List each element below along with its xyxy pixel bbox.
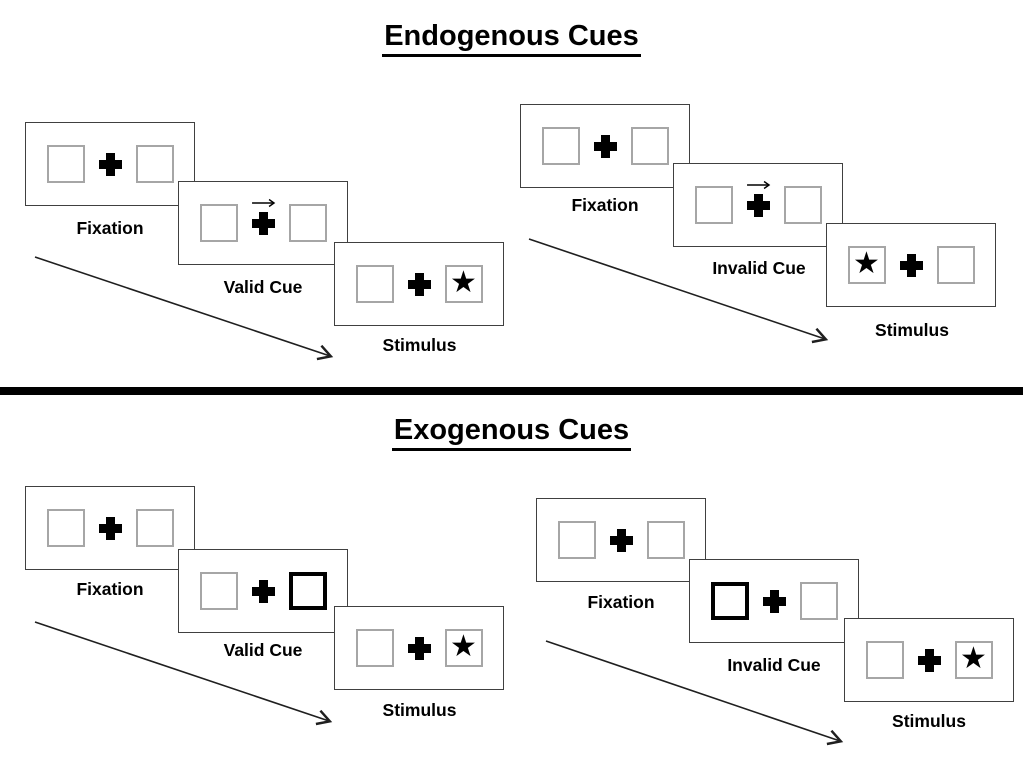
sequence-arrow xyxy=(528,238,829,344)
fixation-cross-icon xyxy=(609,528,633,552)
panel-label: Invalid Cue xyxy=(727,655,821,675)
endogenous-section-title: Endogenous Cues xyxy=(0,20,1023,57)
right-placeholder-box xyxy=(646,521,685,559)
star-stimulus-icon: ★ xyxy=(450,629,477,664)
panel-label: Fixation xyxy=(76,579,144,599)
right-highlighted-cue-box xyxy=(288,572,327,610)
left-placeholder-box xyxy=(199,572,238,610)
sequence-arrow xyxy=(34,621,333,726)
endogenous-invalid-stimulus-panel: ★ xyxy=(826,223,996,307)
left-placeholder-box xyxy=(557,521,596,559)
fixation-cross-icon xyxy=(251,579,275,603)
panel-label: Stimulus xyxy=(892,711,966,731)
panel-label: Valid Cue xyxy=(223,277,303,297)
left-placeholder-box xyxy=(46,145,85,183)
right-target-box: ★ xyxy=(444,629,483,667)
panel-label: Stimulus xyxy=(382,700,457,720)
right-placeholder-box xyxy=(135,145,174,183)
right-placeholder-box xyxy=(799,582,838,620)
cue-arrow-icon xyxy=(252,198,276,207)
left-placeholder-box xyxy=(355,629,394,667)
exogenous-valid-cue-panel xyxy=(178,549,348,633)
fixation-cross-icon xyxy=(899,253,923,277)
sequence-arrow xyxy=(34,256,334,361)
fixation-cross-icon xyxy=(98,152,122,176)
right-target-box: ★ xyxy=(954,641,993,679)
right-placeholder-box xyxy=(135,509,174,547)
left-highlighted-cue-box xyxy=(710,582,749,620)
right-placeholder-box xyxy=(630,127,669,165)
left-placeholder-box xyxy=(355,265,394,303)
endogenous-valid-fixation-panel xyxy=(25,122,195,206)
right-placeholder-box xyxy=(288,204,327,242)
panel-label: Valid Cue xyxy=(223,640,303,660)
panel-label: Fixation xyxy=(587,592,655,612)
fixation-cross-icon xyxy=(407,636,431,660)
cue-arrow-icon xyxy=(747,180,771,189)
section-title-text: Endogenous Cues xyxy=(382,20,641,57)
exogenous-valid-stimulus-panel: ★ xyxy=(334,606,504,690)
right-placeholder-box xyxy=(783,186,822,224)
fixation-cross-icon xyxy=(251,211,275,235)
panel-label: Invalid Cue xyxy=(712,258,806,278)
fixation-cross-icon xyxy=(762,589,786,613)
right-placeholder-box xyxy=(936,246,975,284)
exogenous-invalid-stimulus-panel: ★ xyxy=(844,618,1014,702)
right-target-box: ★ xyxy=(444,265,483,303)
fixation-cross-icon xyxy=(593,134,617,158)
exogenous-invalid-fixation-panel xyxy=(536,498,706,582)
panel-label: Fixation xyxy=(76,218,144,238)
section-title-text: Exogenous Cues xyxy=(391,414,632,451)
panel-label: Stimulus xyxy=(382,335,457,355)
star-stimulus-icon: ★ xyxy=(853,246,880,281)
exogenous-section-title: Exogenous Cues xyxy=(0,414,1023,451)
fixation-cross-icon xyxy=(407,272,431,296)
endogenous-invalid-cue-panel xyxy=(673,163,843,247)
fixation-cross-icon xyxy=(98,516,122,540)
endogenous-valid-cue-panel xyxy=(178,181,348,265)
endogenous-invalid-fixation-panel xyxy=(520,104,690,188)
star-stimulus-icon: ★ xyxy=(450,265,477,300)
panel-label: Fixation xyxy=(571,195,639,215)
left-placeholder-box xyxy=(199,204,238,242)
exogenous-invalid-cue-panel xyxy=(689,559,859,643)
section-divider xyxy=(0,387,1023,395)
left-placeholder-box xyxy=(865,641,904,679)
endogenous-valid-stimulus-panel: ★ xyxy=(334,242,504,326)
exogenous-valid-fixation-panel xyxy=(25,486,195,570)
left-placeholder-box xyxy=(694,186,733,224)
fixation-cross-icon xyxy=(917,648,941,672)
fixation-cross-icon xyxy=(746,193,770,217)
panel-label: Stimulus xyxy=(875,320,949,340)
left-placeholder-box xyxy=(541,127,580,165)
star-stimulus-icon: ★ xyxy=(960,641,987,676)
left-target-box: ★ xyxy=(847,246,886,284)
left-placeholder-box xyxy=(46,509,85,547)
